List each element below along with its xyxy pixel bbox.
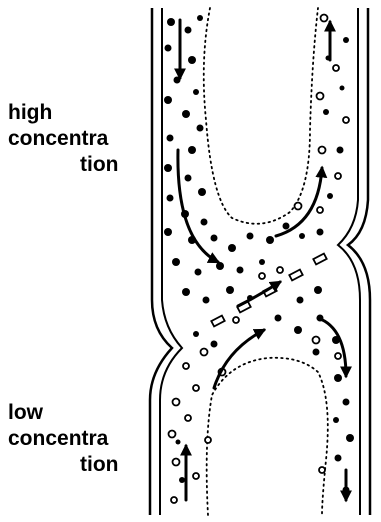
upper-dotted-boundary [204, 8, 318, 224]
low-label-line1: low [8, 400, 118, 426]
hollow-particles [169, 15, 350, 504]
pore [289, 270, 302, 281]
low-label-line3: tion [80, 452, 118, 478]
solid-particles [164, 15, 354, 494]
high-label-line2: concentra [8, 126, 118, 152]
pore [313, 254, 326, 265]
high-label-line1: high [8, 100, 118, 126]
lower-dotted-boundary [207, 358, 328, 515]
pore [211, 316, 224, 327]
low-concentration-label: low concentra tion [8, 400, 118, 478]
arrow-down-right-curve [318, 318, 346, 376]
arrow-diagonal-through [238, 282, 280, 306]
high-label-line3: tion [80, 152, 118, 178]
low-label-line2: concentra [8, 426, 118, 452]
high-concentration-label: high concentra tion [8, 100, 118, 178]
arrow-up-left-lower [214, 330, 264, 388]
